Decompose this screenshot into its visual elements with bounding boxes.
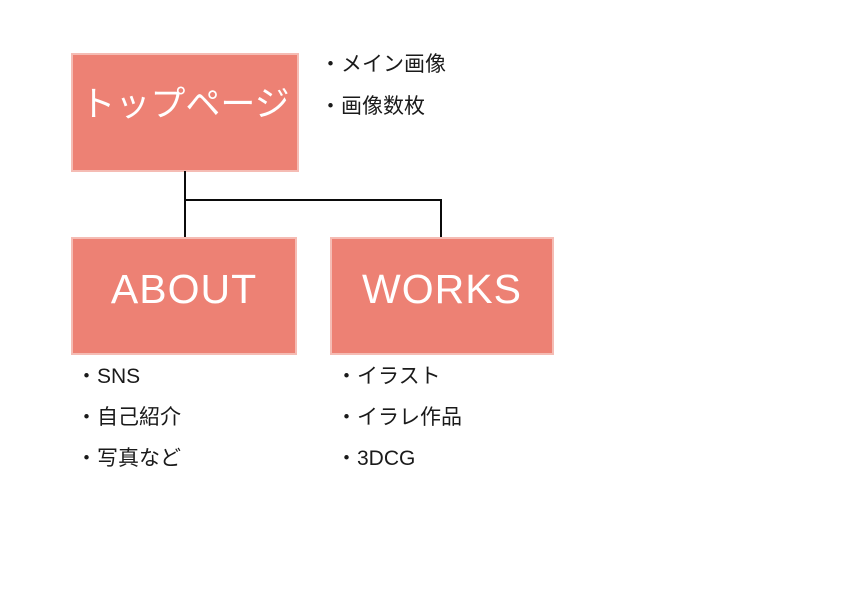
note-item: ・SNS (76, 365, 141, 388)
node-works-label: WORKS (362, 265, 522, 312)
works-notes: ・イラスト ・イラレ作品 ・3DCG (336, 356, 462, 479)
node-about-label: ABOUT (110, 265, 258, 312)
top-page-notes: ・メイン画像 ・画像数枚 (320, 44, 446, 128)
note-item: ・3DCG (336, 447, 416, 470)
connector-branch-horizontal (184, 199, 442, 201)
note-item: ・自己紹介 (76, 406, 181, 429)
note-item: ・画像数枚 (320, 95, 425, 118)
note-item: ・イラレ作品 (336, 406, 462, 429)
node-about: ABOUT (71, 237, 297, 355)
note-item: ・イラスト (336, 365, 441, 388)
note-item: ・写真など (76, 447, 181, 470)
note-item: ・メイン画像 (320, 53, 446, 76)
about-notes: ・SNS ・自己紹介 ・写真など (76, 356, 181, 479)
connector-branch-to-works (440, 199, 442, 237)
node-works: WORKS (330, 237, 554, 355)
connector-top-to-branch (184, 171, 186, 237)
node-top-page-label: トップページ (80, 84, 290, 124)
node-top-page: トップページ (71, 53, 299, 172)
